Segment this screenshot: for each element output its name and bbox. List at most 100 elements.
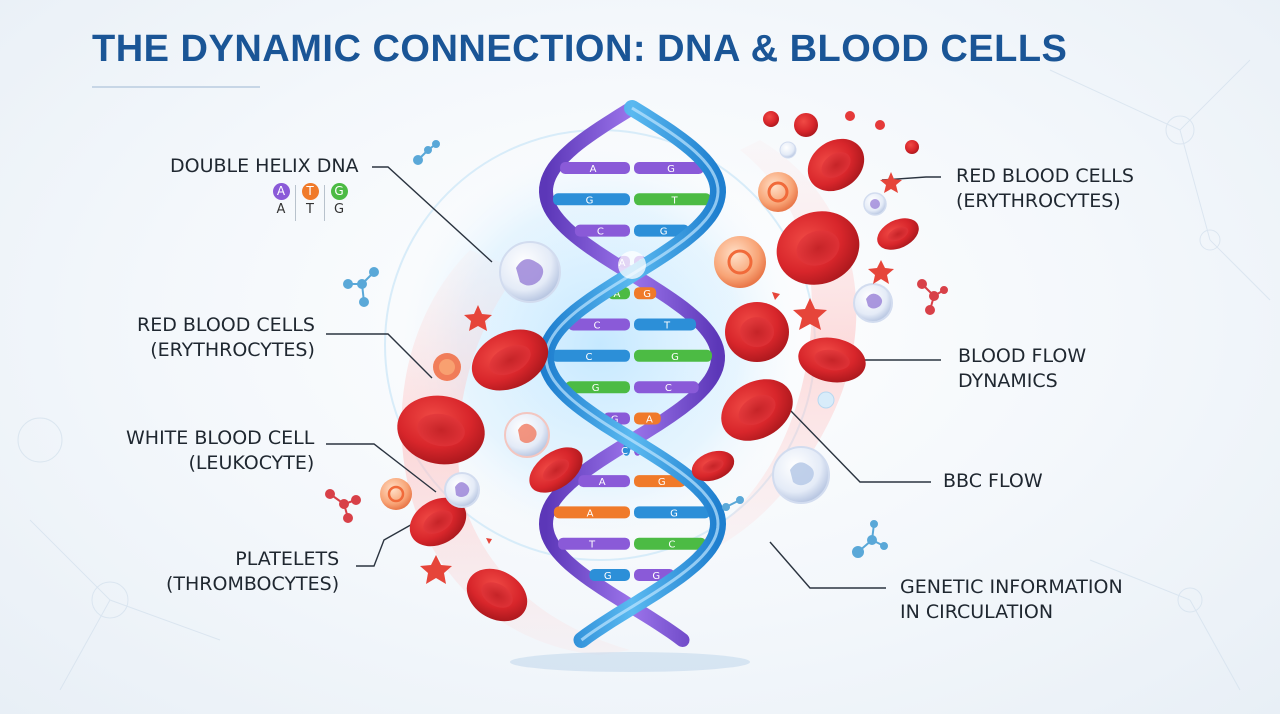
base-letter-left: C bbox=[594, 321, 601, 332]
base-separator bbox=[324, 185, 325, 221]
page-title: THE DYNAMIC CONNECTION: DNA & BLOOD CELL… bbox=[92, 28, 1068, 70]
base-letter-left: A bbox=[613, 289, 620, 300]
label-line: WHITE BLOOD CELL bbox=[126, 427, 315, 449]
base-pair-right-bar bbox=[634, 506, 711, 519]
base-letter-right: G bbox=[670, 508, 678, 519]
helix-shadow bbox=[510, 652, 750, 672]
base-pair-right-bar bbox=[634, 224, 690, 237]
base-letter-left: T bbox=[588, 540, 596, 551]
label-line: DOUBLE HELIX DNA bbox=[170, 155, 359, 177]
label-line: RED BLOOD CELLS bbox=[137, 314, 315, 336]
dna-strand-purple bbox=[538, 101, 726, 647]
base-letter-right: T bbox=[670, 195, 678, 206]
base-letter-right: C bbox=[665, 383, 672, 394]
base-letter-right: G bbox=[658, 477, 666, 488]
label-line: IN CIRCULATION bbox=[900, 601, 1054, 623]
background-network bbox=[17, 59, 1271, 691]
base-pair-right-bar bbox=[634, 412, 661, 425]
base-letter-left: G bbox=[604, 571, 612, 582]
base-letter-left: A bbox=[590, 164, 597, 175]
white-blood-cells bbox=[444, 141, 893, 508]
base-letter-left: A bbox=[587, 508, 594, 519]
base-letter-right: G bbox=[671, 352, 679, 363]
base-letter-left: C bbox=[621, 446, 628, 457]
base-badge: A bbox=[272, 183, 290, 200]
base-pair-left-bar bbox=[553, 506, 630, 519]
platelets bbox=[420, 172, 902, 584]
base-letter-right: G bbox=[667, 164, 675, 175]
base-letter: A bbox=[276, 202, 286, 217]
label-blood-flow-dynamics: BLOOD FLOW DYNAMICS bbox=[958, 344, 1086, 394]
base-letter: G bbox=[333, 202, 345, 217]
label-line: PLATELETS bbox=[235, 548, 340, 570]
base-letter-right: C bbox=[668, 540, 675, 551]
molecules bbox=[325, 140, 948, 558]
label-red-blood-cells-left: RED BLOOD CELLS (ERYTHROCYTES) bbox=[137, 313, 315, 363]
base-pair-right-bar bbox=[634, 381, 699, 394]
label-line: DYNAMICS bbox=[958, 370, 1058, 392]
label-line: (LEUKOCYTE) bbox=[188, 452, 315, 474]
base-separator bbox=[295, 185, 296, 221]
base-letter-right: G bbox=[643, 289, 651, 300]
orange-cells bbox=[380, 172, 798, 510]
blood-flow-stream-left bbox=[401, 250, 630, 655]
base-pair-right-bar bbox=[634, 537, 706, 550]
label-double-helix-dna: DOUBLE HELIX DNA bbox=[170, 154, 359, 179]
dna-strand-highlight bbox=[544, 106, 720, 642]
label-line: BBC FLOW bbox=[943, 470, 1043, 492]
base-pair-left-bar bbox=[589, 569, 630, 581]
label-platelets: PLATELETS (THROMBOCYTES) bbox=[166, 547, 339, 597]
label-white-blood-cell: WHITE BLOOD CELL (LEUKOCYTE) bbox=[126, 426, 314, 476]
base-letter-right: T bbox=[663, 321, 671, 332]
leader-lines bbox=[326, 166, 941, 589]
label-bbc-flow: BBC FLOW bbox=[943, 469, 1043, 494]
label-genetic-information: GENETIC INFORMATION IN CIRCULATION bbox=[900, 575, 1123, 625]
base-pair-left-bar bbox=[578, 475, 630, 488]
base-letter-right: G bbox=[652, 571, 660, 582]
base-pair-right-bar bbox=[634, 318, 696, 331]
base-letter-left: C bbox=[597, 227, 604, 238]
label-line: RED BLOOD CELLS bbox=[956, 165, 1134, 187]
label-line: (ERYTHROCYTES) bbox=[150, 339, 315, 361]
base-pair-right-bar bbox=[634, 193, 711, 206]
base-pair-left-bar bbox=[560, 162, 630, 174]
double-helix-dna: AGGTCGAGAGCTCGGCGACGAGAGTCGG bbox=[537, 100, 727, 648]
label-line: (THROMBOCYTES) bbox=[166, 573, 340, 595]
base-pair-left-bar bbox=[565, 381, 630, 394]
base-badge: T bbox=[301, 183, 319, 200]
base-pair-right-bar bbox=[634, 349, 712, 362]
base-letter-left: G bbox=[586, 195, 594, 206]
base-pair-right-bar bbox=[634, 475, 686, 488]
base-pair-left-bar bbox=[552, 349, 630, 362]
title-underline bbox=[92, 86, 260, 88]
base-pair-right-bar bbox=[634, 162, 704, 174]
label-line: BLOOD FLOW bbox=[958, 345, 1087, 367]
base-letter-right: A bbox=[646, 415, 653, 426]
base-letter-left: C bbox=[586, 352, 593, 363]
base-badge: G bbox=[330, 183, 348, 200]
base-letter-right: G bbox=[660, 227, 668, 238]
base-pair-left-bar bbox=[574, 224, 630, 237]
label-red-blood-cells-right: RED BLOOD CELLS (ERYTHROCYTES) bbox=[956, 164, 1134, 214]
label-line: GENETIC INFORMATION bbox=[900, 576, 1123, 598]
base-letter: T bbox=[306, 202, 314, 217]
base-pair-left-bar bbox=[568, 318, 630, 331]
base-pair-right-bar bbox=[634, 287, 657, 300]
red-blood-cells bbox=[397, 111, 919, 622]
base-pair-left-bar bbox=[558, 537, 630, 550]
base-letter-left: A bbox=[599, 477, 606, 488]
